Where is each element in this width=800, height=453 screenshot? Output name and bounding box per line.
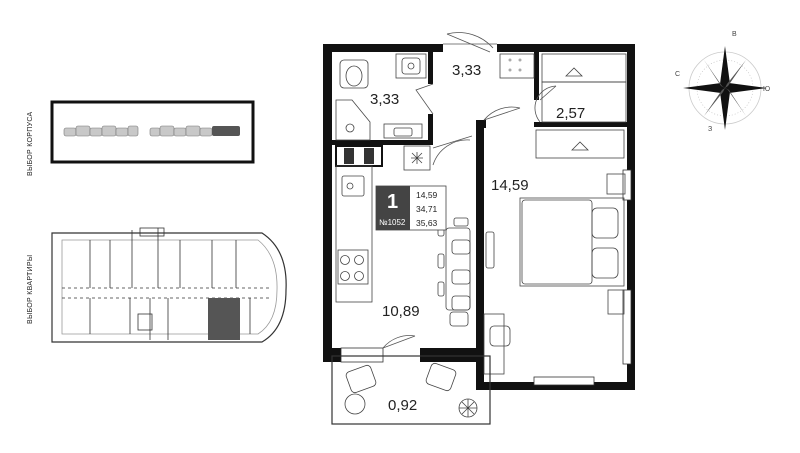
compass-north: В xyxy=(732,31,737,38)
apartment-plan xyxy=(323,32,635,425)
total-with-balcony-value: 35,63 xyxy=(416,218,438,228)
apartment-info-box: 1 №1052 14,59 34,71 35,63 xyxy=(375,185,447,231)
floor-selector[interactable] xyxy=(51,227,287,343)
balcony-area: 0,92 xyxy=(388,397,417,414)
selected-apartment-on-floor[interactable] xyxy=(208,298,240,340)
hallway-area: 3,33 xyxy=(452,62,481,79)
rooms-count: 1 xyxy=(387,191,398,213)
apartment-number: №1052 xyxy=(379,218,406,227)
bedroom-area: 14,59 xyxy=(491,177,529,194)
selected-building[interactable] xyxy=(212,126,240,136)
living-area-value: 14,59 xyxy=(416,190,438,200)
compass-rose: В Ю З С xyxy=(675,31,770,133)
wardrobe-area: 2,57 xyxy=(556,105,585,122)
compass-south: З xyxy=(708,126,712,133)
compass-east: Ю xyxy=(763,86,770,93)
total-area-value: 34,71 xyxy=(416,204,438,214)
bathroom-area: 3,33 xyxy=(370,91,399,108)
compass-west: С xyxy=(675,71,680,78)
building-selector[interactable] xyxy=(50,100,255,164)
kitchen-area: 10,89 xyxy=(382,303,420,320)
